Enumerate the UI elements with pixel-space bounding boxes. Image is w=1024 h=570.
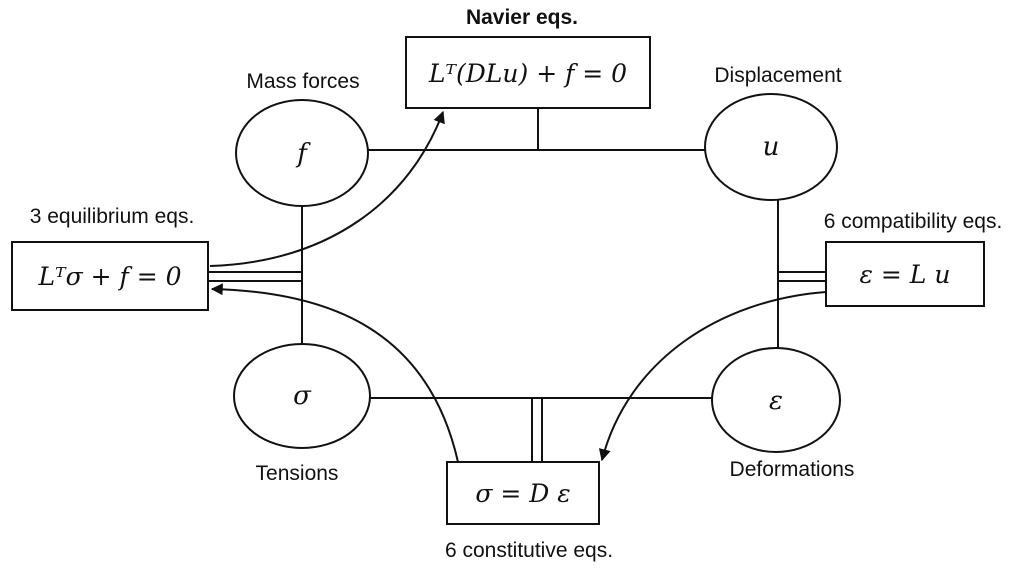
label-deformations: Deformations	[730, 458, 855, 481]
equation-equilibrium: Lᵀσ + f = 0 3 equilibrium eqs.	[11, 205, 209, 311]
label-constitutive: 6 constitutive eqs.	[445, 539, 613, 562]
node-tensions: σ Tensions	[233, 343, 371, 485]
node-displacement: u Displacement	[704, 64, 842, 201]
arrow-constitutive-to-equilibrium	[210, 283, 459, 463]
label-navier: Navier eqs.	[466, 6, 578, 29]
label-compatibility: 6 compatibility eqs.	[824, 210, 1003, 233]
symbol-epsilon: ε	[769, 386, 783, 416]
equation-constitutive: σ = D ε 6 constitutive eqs.	[445, 461, 613, 562]
symbol-sigma: σ	[293, 381, 312, 411]
symbol-u: u	[763, 132, 780, 162]
label-displacement: Displacement	[714, 64, 841, 87]
equation-navier: Lᵀ(DLu) + f = 0 Navier eqs.	[405, 6, 651, 109]
arrow-equilibrium-to-navier	[209, 110, 445, 267]
formula-constitutive: σ = D ε	[475, 479, 570, 508]
formula-equilibrium: Lᵀσ + f = 0	[37, 262, 181, 291]
equation-compatibility: ε = L u 6 compatibility eqs.	[824, 210, 1003, 307]
node-deformations: ε Deformations	[711, 347, 855, 481]
label-equilibrium: 3 equilibrium eqs.	[30, 205, 195, 228]
arrow-compatibility-to-constitutive	[598, 291, 827, 462]
formula-navier: Lᵀ(DLu) + f = 0	[428, 59, 627, 88]
label-mass-forces: Mass forces	[246, 70, 359, 93]
label-tensions: Tensions	[256, 462, 339, 485]
formula-compatibility: ε = L u	[860, 260, 951, 289]
node-mass-forces: f Mass forces	[235, 70, 369, 207]
